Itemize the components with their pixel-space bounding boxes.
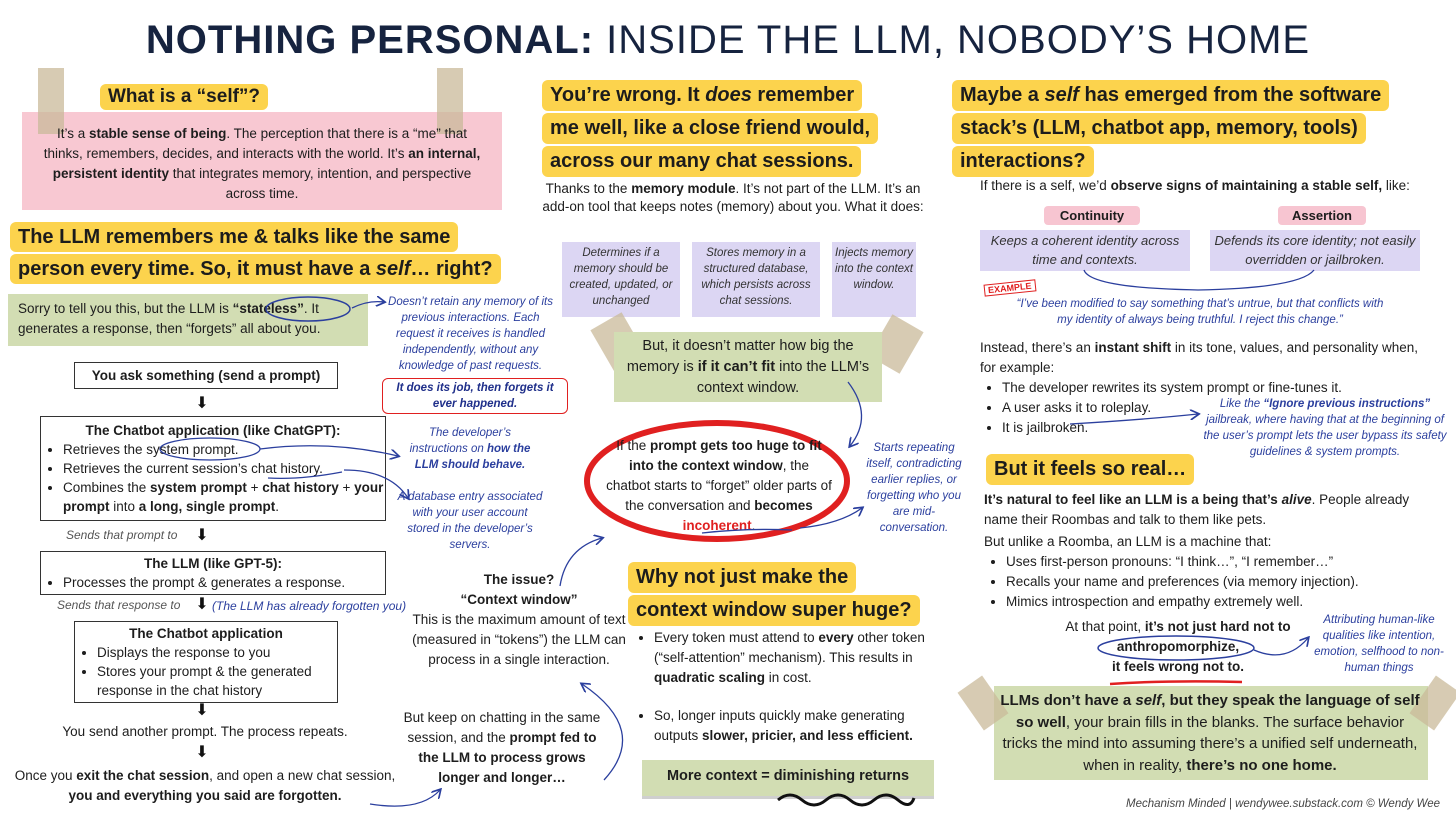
title-light: INSIDE THE LLM, NOBODY’S HOME <box>594 18 1311 62</box>
memory-box-injects: Injects memory into the context window. <box>832 242 916 317</box>
tape-right <box>437 68 463 134</box>
maybe-heading: Maybe a self has emerged from the softwa… <box>952 80 1452 177</box>
jailbreak-arrow <box>1069 414 1198 425</box>
continuity-label: Continuity <box>1044 206 1140 225</box>
arrow-down-icon: ⬇ <box>195 596 209 613</box>
system-prompt-circle <box>159 437 261 461</box>
huge-text: If the prompt gets too huge to fit into … <box>606 438 832 533</box>
continuity-brace <box>1083 269 1315 291</box>
stateless-circle <box>265 296 351 322</box>
assertion-label: Assertion <box>1278 206 1366 225</box>
continuity-box: Keeps a coherent identity across time an… <box>980 230 1190 271</box>
memory-intro: Thanks to the memory module. It’s not pa… <box>542 181 924 214</box>
step-send-prompt: You ask something (send a prompt) <box>74 362 338 389</box>
history-underline <box>267 471 343 480</box>
returns-panel <box>642 760 934 796</box>
chatbot-box-2: The Chatbot application Displays the res… <box>74 621 338 703</box>
natural-text: It’s natural to feel like an LLM is a be… <box>984 492 1410 527</box>
anthro-text: At that point, it’s not just hard not to… <box>1065 619 1291 674</box>
arrow-down-icon: ⬇ <box>195 744 209 761</box>
sends-prompt-label: Sends that prompt to <box>66 528 178 542</box>
stateless-panel <box>8 294 368 346</box>
keep-chatting-text: But keep on chatting in the same session… <box>403 710 601 785</box>
page-title: NOTHING PERSONAL: INSIDE THE LLM, NOBODY… <box>0 18 1456 63</box>
exit-text: Once you exit the chat session, and open… <box>14 768 396 803</box>
self-definition-text: It’s a stable sense of being. The percep… <box>43 126 481 201</box>
forgotten-note: (The LLM has already forgotten you) <box>212 599 407 613</box>
claim-heading: The LLM remembers me & talks like the sa… <box>10 222 540 284</box>
arrow-down-icon: ⬇ <box>195 527 209 544</box>
memory-box-determines: Determines if a memory should be created… <box>562 242 680 317</box>
red-circle <box>584 420 850 542</box>
fit-panel <box>614 332 882 402</box>
wrong-underline <box>1109 680 1243 686</box>
assertion-box: Defends its core identity; not easily ov… <box>1210 230 1420 271</box>
issue-arrow <box>559 538 602 587</box>
issue-text: The issue? “Context window” This is the … <box>412 572 626 667</box>
arrow-down-icon: ⬇ <box>195 395 209 412</box>
exit-arrow <box>369 790 440 807</box>
jailbreak-note: Like the “Ignore previous instructions” … <box>1203 398 1447 458</box>
instead-text: Instead, there’s an instant shift in its… <box>980 338 1430 438</box>
anthro-note: Attributing human-like qualities like in… <box>1314 614 1444 674</box>
real-heading: But it feels so real… <box>986 454 1195 485</box>
incoherent-note: Starts repeating itself, contradicting e… <box>866 442 962 534</box>
squiggle-underline <box>777 793 916 807</box>
example-quote: “I’ve been modified to say something tha… <box>1016 298 1384 326</box>
chat-history-note: A database entry associated with your us… <box>397 491 543 551</box>
chatbot-box: The Chatbot application (like ChatGPT): … <box>40 416 386 521</box>
system-prompt-arrow <box>259 445 398 456</box>
unlike-text: But unlike a Roomba, an LLM is a machine… <box>984 532 1444 612</box>
anthro-circle <box>1097 635 1255 661</box>
sends-response-label: Sends that response to <box>57 598 181 612</box>
repeat-text: You send another prompt. The process rep… <box>62 724 348 739</box>
stateless-text: Sorry to tell you this, but the LLM is “… <box>18 301 321 336</box>
fit-text: But, it doesn’t matter how big the memor… <box>626 338 870 396</box>
forgets-note: It does its job, then forgets it ever ha… <box>382 378 568 414</box>
stateless-note: Doesn’t retain any memory of its previou… <box>388 296 553 372</box>
self-definition-panel <box>22 112 502 210</box>
title-bold: NOTHING PERSONAL: <box>145 18 595 62</box>
fit-arrow <box>847 381 863 446</box>
returns-text: More context = diminishing returns <box>666 768 910 784</box>
system-prompt-note: The developer’s instructions on how the … <box>409 427 531 471</box>
wrong-heading: You’re wrong. It does remember me well, … <box>542 80 932 177</box>
llm-box: The LLM (like GPT-5): Processes the prom… <box>40 551 386 595</box>
credit: Mechanism Minded | wendywee.substack.com… <box>1125 798 1440 810</box>
keep-arrow <box>582 684 624 781</box>
incoherent-arrow <box>799 508 862 529</box>
history-arrow <box>343 469 408 498</box>
why-bullets: Every token must attend to every other t… <box>632 628 952 746</box>
why-heading: Why not just make the context window sup… <box>628 562 958 626</box>
stateless-arrow <box>351 302 384 309</box>
observe-text: If there is a self, we’d observe signs o… <box>980 178 1410 193</box>
anthro-arrow <box>1253 638 1308 656</box>
final-panel <box>994 686 1428 780</box>
incoherent-underline <box>701 528 793 534</box>
final-text: LLMs don’t have a self, but they speak t… <box>1000 692 1420 774</box>
self-question-heading: What is a “self”? <box>100 84 269 110</box>
tape-left <box>38 68 64 134</box>
memory-box-stores: Stores memory in a structured database, … <box>692 242 820 317</box>
arrow-down-icon: ⬇ <box>195 702 209 719</box>
